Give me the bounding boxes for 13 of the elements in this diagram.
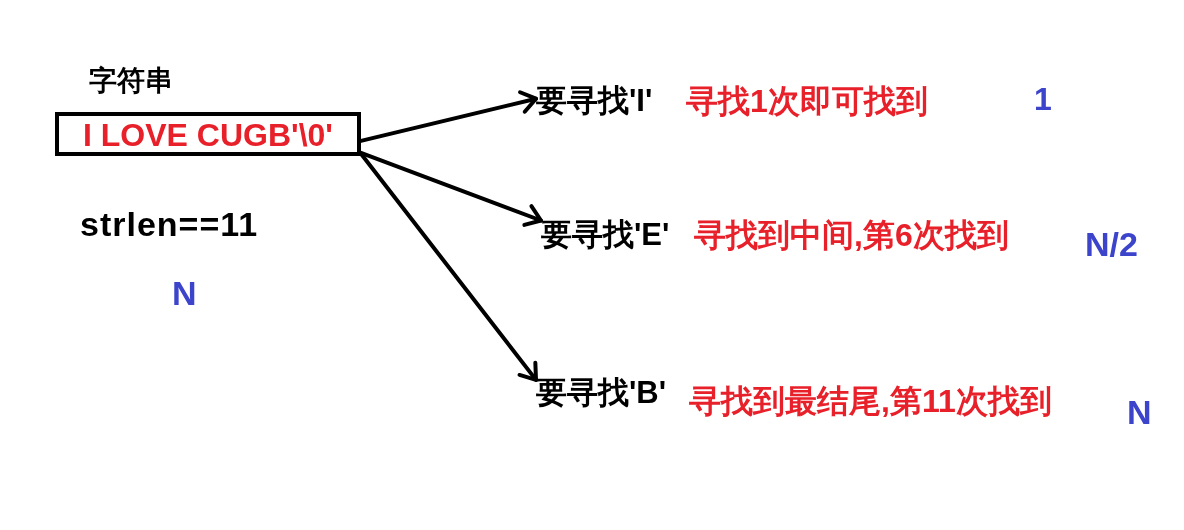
complexity-label: N/2 — [1085, 224, 1138, 265]
search-text: 要寻找'I' — [536, 82, 653, 120]
complexity-label: 1 — [1034, 80, 1052, 119]
length-text: strlen==11 — [80, 204, 259, 245]
result-note: 寻找到最结尾,第11次找到 — [689, 382, 1052, 421]
result-note: 寻找1次即可找到 — [686, 82, 928, 121]
string-box: I LOVE CUGB'\0' — [55, 111, 361, 156]
complexity-label: N — [172, 273, 197, 314]
search-text: 要寻找'E' — [541, 216, 670, 254]
heading-text: 字符串 — [89, 64, 173, 98]
search-text: 要寻找'B' — [536, 374, 667, 412]
complexity-label: N — [1127, 392, 1152, 433]
result-note: 寻找到中间,第6次找到 — [694, 216, 1009, 255]
